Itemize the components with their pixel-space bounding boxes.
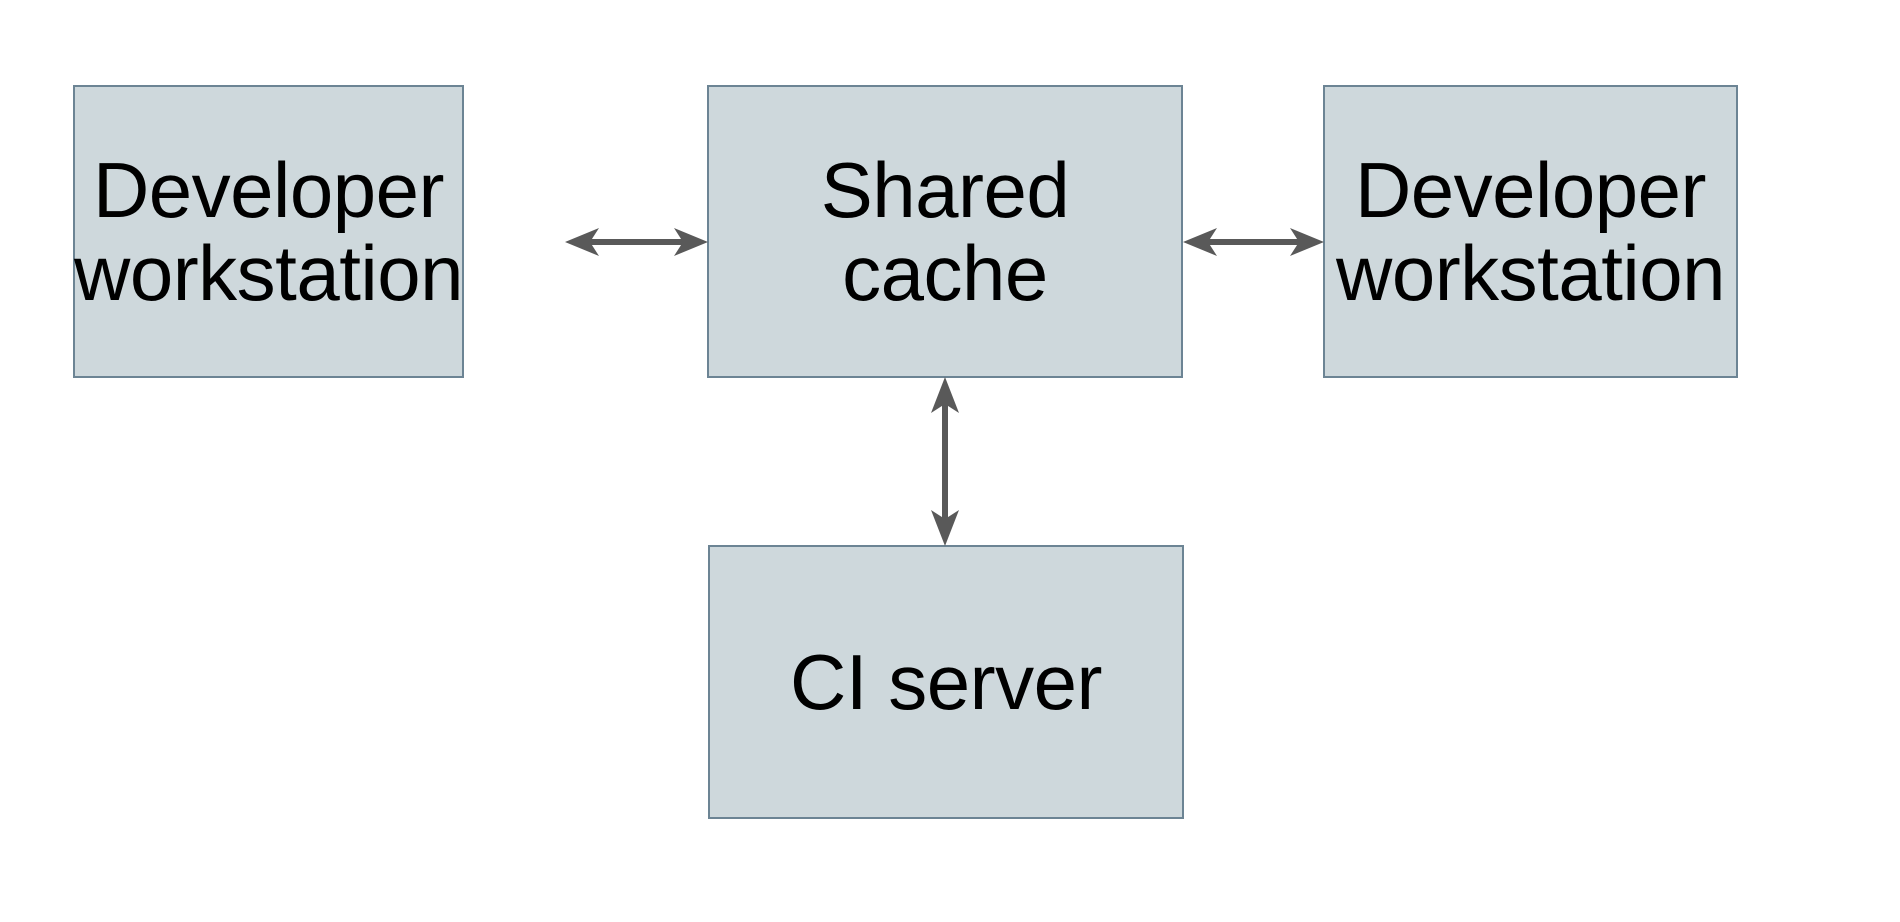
arrowhead-down-icon: [931, 510, 959, 546]
node-developer-workstation-right[interactable]: Developer workstation: [1323, 85, 1738, 378]
edge-shared-cache-to-ci-server[interactable]: [915, 377, 975, 546]
node-label: CI server: [790, 637, 1102, 726]
arrowhead-up-icon: [931, 377, 959, 413]
arrowhead-right-icon: [1290, 228, 1324, 256]
arrowhead-left-icon: [1183, 228, 1217, 256]
edge-line: [942, 404, 948, 519]
node-ci-server[interactable]: CI server: [708, 545, 1184, 819]
arrowhead-right-icon: [674, 228, 708, 256]
edge-line: [590, 239, 683, 245]
node-label: Shared cache: [820, 145, 1070, 317]
node-shared-cache[interactable]: Shared cache: [707, 85, 1183, 378]
arrowhead-left-icon: [565, 228, 599, 256]
edge-dev-left-to-shared-cache[interactable]: [464, 212, 708, 272]
node-label: Developer workstation: [1336, 145, 1726, 317]
edge-line: [1208, 239, 1299, 245]
node-label: Developer workstation: [74, 145, 464, 317]
edge-shared-cache-to-dev-right[interactable]: [1183, 212, 1324, 272]
node-developer-workstation-left[interactable]: Developer workstation: [73, 85, 464, 378]
